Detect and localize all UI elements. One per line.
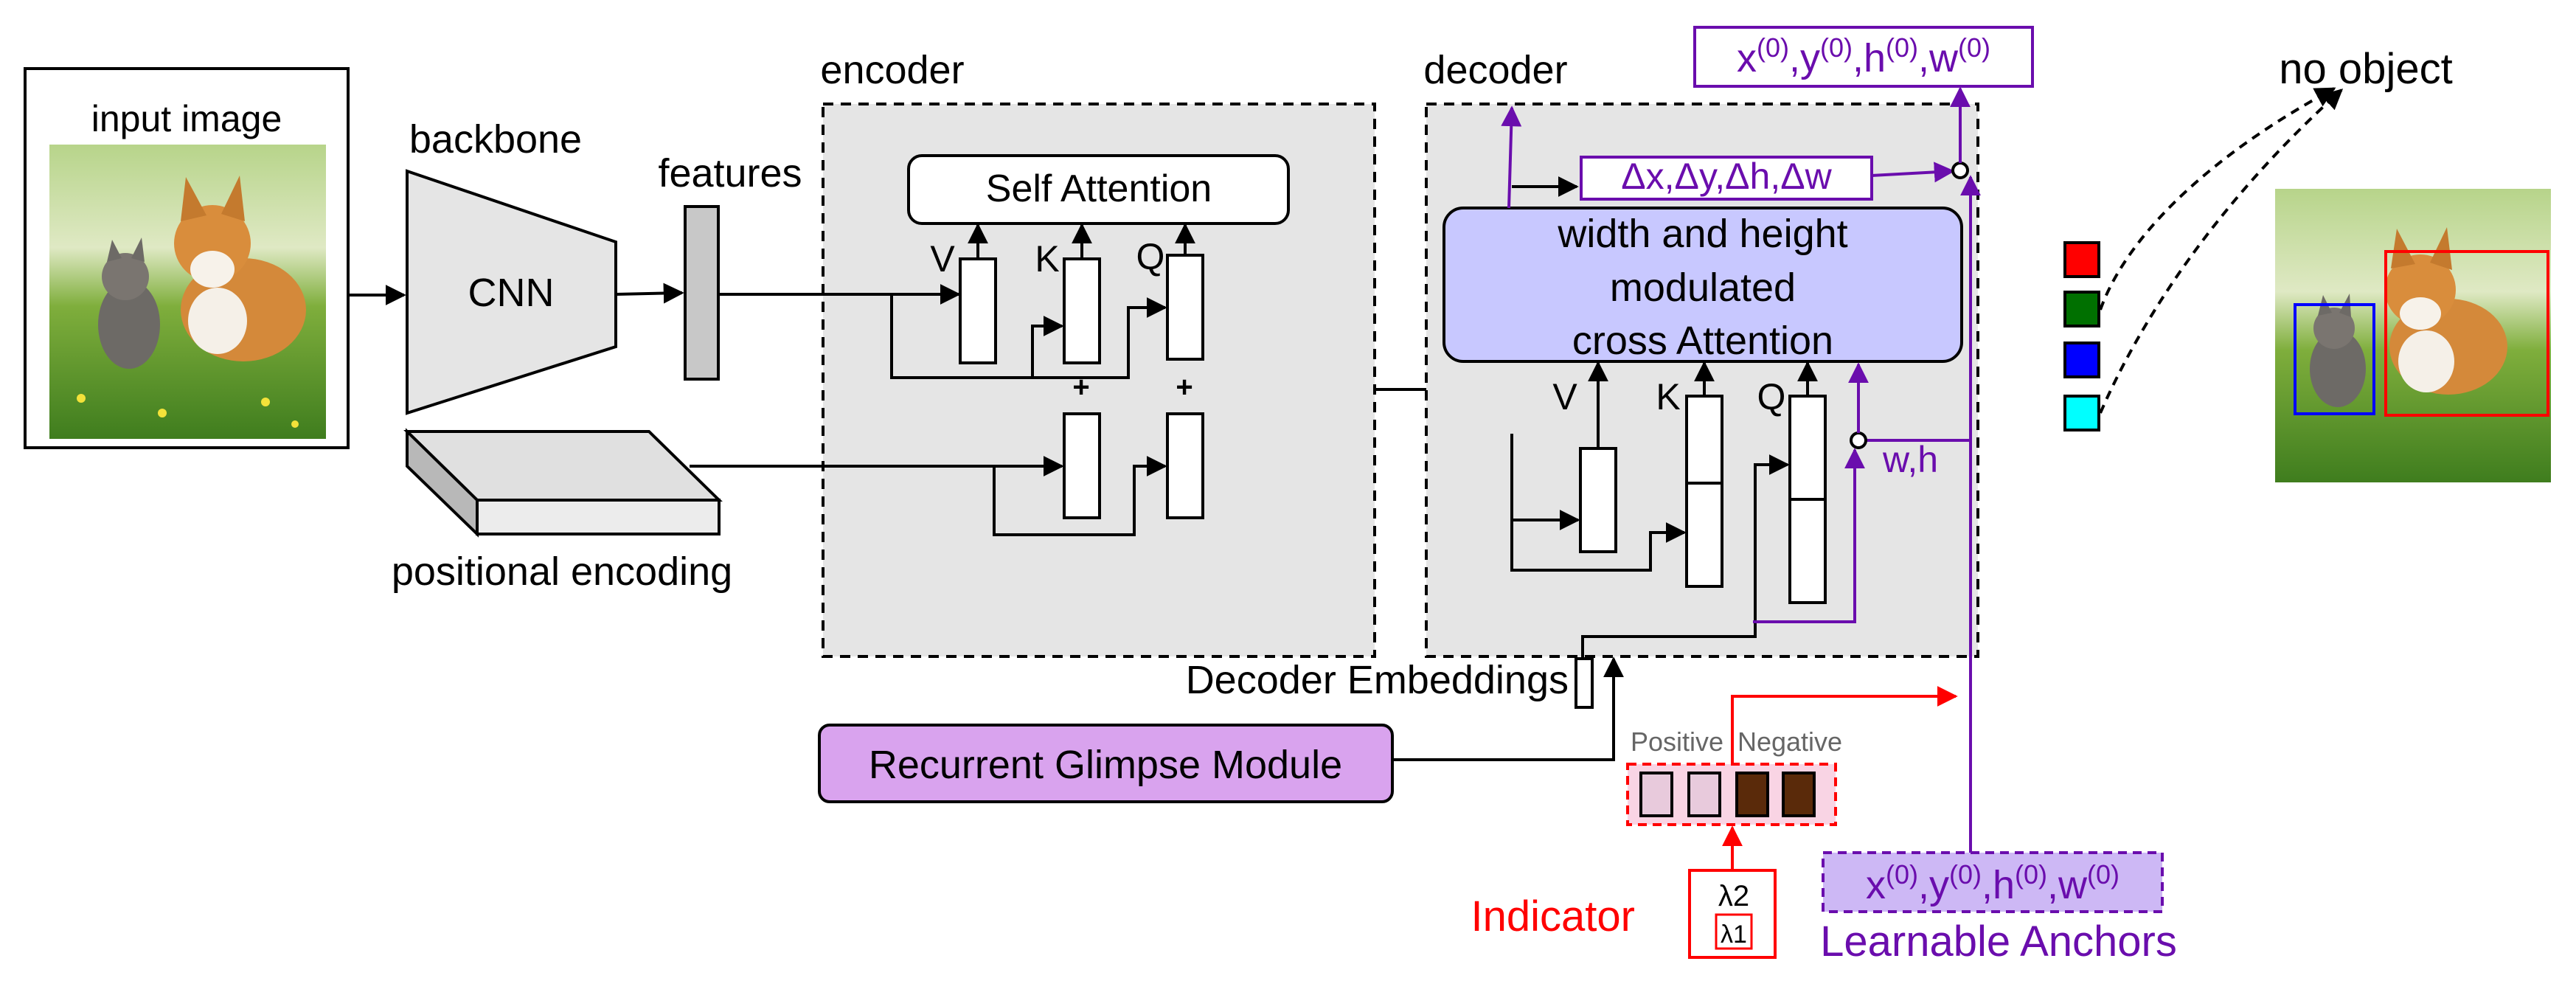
encoder-pos-bar-q	[1166, 412, 1204, 519]
decoder-q-label: Q	[1757, 376, 1786, 417]
cat-and-dog-photo	[49, 145, 326, 439]
self-attention-label: Self Attention	[986, 167, 1212, 210]
learnable-anchor-box	[1822, 851, 2164, 913]
positive-label: Positive	[1631, 727, 1723, 757]
cnn-trapezoid	[406, 169, 617, 415]
features-label: features	[658, 151, 802, 195]
encoder-q-bar	[1166, 254, 1204, 361]
lambda2-label: λ2	[1718, 880, 1749, 912]
decoder-embeddings-label: Decoder Embeddings	[1186, 658, 1569, 702]
indicator-label: Indicator	[1471, 892, 1635, 940]
cross-attention-line3: cross Attention	[1572, 319, 1833, 363]
encoder-v-bar	[959, 257, 997, 364]
backbone-label: backbone	[409, 117, 582, 162]
decoder-embedding-bar	[1575, 657, 1594, 709]
delta-box	[1580, 156, 1873, 201]
decoder-k-label: K	[1656, 376, 1680, 417]
negative-label: Negative	[1737, 727, 1842, 757]
delta-label: Δx,Δy,Δh,Δw	[1621, 156, 1832, 197]
wh-node	[1850, 431, 1867, 449]
no-object-label: no object	[2279, 45, 2452, 93]
negative-query-1	[1735, 772, 1769, 817]
encoder-k-label: K	[1035, 238, 1059, 280]
decoder-v-bar	[1579, 447, 1617, 553]
cross-attention-line2: modulated	[1610, 266, 1796, 310]
decoder-k-bar	[1685, 395, 1723, 588]
query-cyan	[2063, 395, 2100, 431]
anchor-output-label: x(0),y(0),h(0),w(0)	[1737, 32, 1990, 80]
encoder-label: encoder	[820, 48, 964, 92]
input-image-panel: input image	[24, 67, 350, 449]
cnn-label: CNN	[468, 271, 555, 315]
positional-encoding-block	[403, 428, 723, 538]
learnable-anchors-label: Learnable Anchors	[1820, 918, 2177, 966]
decoder-label: decoder	[1423, 48, 1567, 92]
features-bar	[684, 205, 720, 381]
self-attention-box	[907, 154, 1290, 225]
recurrent-glimpse-module	[818, 724, 1394, 803]
cat-bounding-box	[2294, 303, 2375, 415]
detection-result-photo	[2275, 189, 2551, 482]
anchor-output-box	[1693, 26, 2034, 88]
add-node-top	[1951, 162, 1969, 179]
positional-encoding-label: positional encoding	[392, 550, 732, 594]
recurrent-glimpse-label: Recurrent Glimpse Module	[869, 743, 1342, 787]
lambda1-box	[1715, 913, 1753, 950]
encoder-q-label: Q	[1136, 236, 1165, 277]
encoder-plus-q: +	[1176, 371, 1192, 403]
positive-query-1	[1639, 772, 1673, 817]
lambda1-label: λ1	[1721, 921, 1747, 949]
query-red	[2063, 241, 2100, 278]
learnable-anchor-values: x(0),y(0),h(0),w(0)	[1866, 859, 2120, 907]
encoder-v-label: V	[930, 238, 955, 280]
encoder-k-bar	[1063, 257, 1101, 364]
query-green	[2063, 291, 2100, 327]
dog-bounding-box	[2384, 250, 2549, 417]
cross-attention-line1: width and height	[1557, 212, 1847, 256]
positive-query-2	[1687, 772, 1721, 817]
negative-query-2	[1782, 772, 1816, 817]
wh-label: w,h	[1882, 439, 1938, 480]
input-image-label: input image	[91, 98, 282, 139]
encoder-plus-k: +	[1072, 371, 1089, 403]
decoder-v-label: V	[1552, 376, 1577, 417]
query-blue	[2063, 342, 2100, 378]
encoder-pos-bar-k	[1063, 412, 1101, 519]
